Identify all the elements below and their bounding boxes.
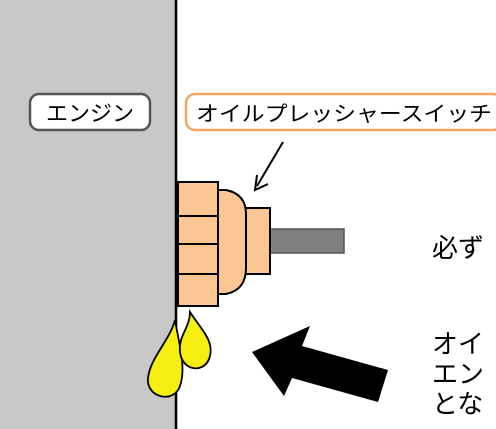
thick-arrow-icon (252, 326, 388, 402)
note-line-2: オイ (432, 330, 485, 360)
engine-label: エンジン (28, 92, 152, 132)
oil-drop-icon (147, 308, 212, 398)
switch-label: オイルプレッシャースイッチ (184, 92, 496, 132)
note-line-3: エン (432, 360, 485, 390)
switch-shaft (267, 228, 345, 254)
switch-label-text: オイルプレッシャースイッチ (196, 102, 492, 126)
leader-arrow-icon (253, 141, 284, 192)
engine-wall (0, 0, 176, 429)
oil-pressure-switch (177, 181, 271, 307)
engine-label-box (28, 92, 152, 132)
oil-drop-right (178, 308, 212, 370)
note-line-1: 必ず (432, 234, 485, 264)
note-line-4: とな (432, 390, 484, 420)
engine-label-text: エンジン (46, 102, 134, 127)
switch-label-box (184, 92, 496, 132)
switch-dome (211, 189, 247, 295)
